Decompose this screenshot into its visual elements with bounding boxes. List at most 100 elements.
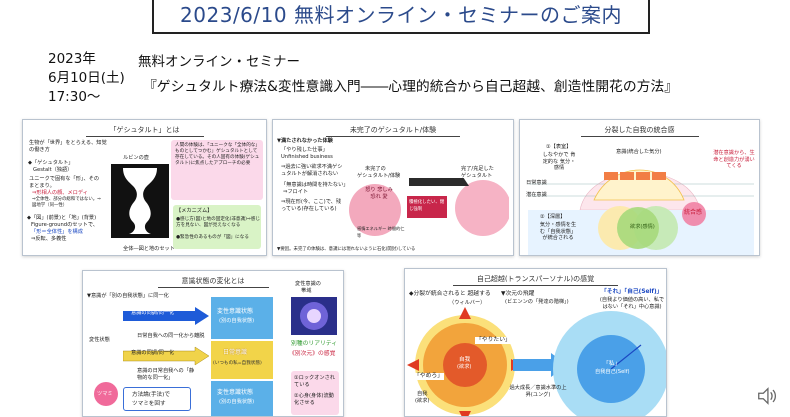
slide-text: 「やり残した仕事」 bbox=[281, 147, 328, 153]
integration-diagram bbox=[528, 169, 754, 255]
slide-text: ●感じ方(図)と地の固定化(非意識)⇒感じ方を見ない、図が見えなくなる bbox=[176, 217, 260, 228]
slide-text: 全体―図と地のセット bbox=[123, 246, 175, 252]
slide-text: 変性意識状態 bbox=[217, 389, 254, 396]
event-time: 17:30〜 bbox=[48, 89, 101, 105]
slide-text: ●緊急性のあるものが「図」になる bbox=[176, 235, 249, 240]
slide-text: （ウィルバー） bbox=[449, 300, 486, 306]
slide-text: 「それ」「自己(Self)」 bbox=[601, 289, 663, 295]
slide-text: ▼意識が「別の自我状態」に同一化 bbox=[87, 293, 169, 299]
slide-text: Unfinished business bbox=[281, 154, 333, 160]
speaker-icon[interactable] bbox=[756, 385, 778, 407]
note-box: 人間の体験は、「ユニークな「全体的な」ものとしてつかむ」ゲシュタルトとして存在し… bbox=[171, 140, 263, 200]
event-datetime: 2023年 6月10日(土) 17:30〜 bbox=[48, 50, 125, 107]
slide-text: 変性意識状態 bbox=[217, 308, 254, 315]
slide-text: 「形＝全体性」を構成 bbox=[31, 229, 83, 235]
slide-title: 意識状態の変化とは bbox=[157, 275, 269, 288]
slide-unfinished: 未完了のゲシュタルト/体験 ▼満たされなかった体験 「やり残した仕事」 Unfi… bbox=[272, 119, 514, 256]
event-year: 2023年 bbox=[48, 51, 96, 67]
slide-text: 「やりたい」 bbox=[475, 337, 512, 344]
slide-text: 別種のリアリティ bbox=[291, 341, 338, 347]
state-block-lower: 変性意識状態 (別の自我状態) bbox=[211, 381, 273, 416]
slide-gestalt: 「ゲシュタルト」とは 生物が「世界」をとらえる、知覚の働き方 ◆「ゲシュタルト」… bbox=[22, 119, 267, 256]
slide-integration: 分裂した自我の統合感 ①【表室】 しなやかで 肯定的な 気分・感情 意識(統合し… bbox=[519, 119, 760, 256]
seminar-header-title: 2023/6/10 無料オンライン・セミナーのご案内 bbox=[180, 2, 622, 27]
mechanism-box: 【メカニズム】 ●感じ方(図)と地の固定化(非意識)⇒感じ方を見ない、図が見えな… bbox=[173, 205, 261, 249]
slide-text: ▼要因。未完了の体験は、意識には現れないように石化(開封)している bbox=[277, 247, 416, 252]
slide-title: 未完了のゲシュタルト/体験 bbox=[325, 124, 461, 137]
slide-text: 《別次元》の感覚 bbox=[289, 351, 336, 357]
slide-text: ◆「ゲシュタルト」 bbox=[28, 160, 74, 166]
slide-text: (欲求) bbox=[457, 364, 472, 370]
slide-text: 意識(統合した気分) bbox=[616, 149, 662, 155]
seminar-full-title: 『ゲシュタルト療法&変性意識入門――心理的統合から自己超越、創造性開花の方法』 bbox=[143, 79, 679, 95]
slide-text: 過大成長／意識水準の上昇(ユング) bbox=[509, 385, 567, 398]
slide-text: 日常意識 bbox=[526, 180, 547, 186]
slide-text: 完了/充足した bbox=[461, 166, 494, 172]
slide-text: (ビエンンの「発達の階梯」) bbox=[505, 299, 569, 305]
rubin-vase-image bbox=[111, 164, 169, 238]
identification-arrows bbox=[123, 307, 209, 366]
slide-text: ▼次元の飛躍 bbox=[501, 291, 535, 297]
slide-text: 自我 bbox=[417, 391, 428, 397]
slide-text: Figure-groundのセットで、 bbox=[31, 222, 98, 228]
slide-text: Gestalt（独語） bbox=[33, 167, 73, 173]
slide-text: 日常意識 bbox=[223, 349, 248, 356]
seminar-label: 無料オンライン・セミナー bbox=[138, 54, 300, 70]
slide-text: 「やめろ」 bbox=[413, 373, 444, 380]
slide-text: (欲求) bbox=[415, 398, 430, 404]
slide-text: ルビンの壺 bbox=[123, 155, 149, 161]
slide-text: 【メカニズム】 bbox=[176, 208, 213, 214]
points-box: ①ロックオンされている ②心身(身体)流動化させる bbox=[291, 371, 339, 415]
slide-text: ゲシュタルト bbox=[461, 173, 493, 179]
slide-text: 気分・感情を生む「自我状態」が統合される bbox=[539, 222, 577, 242]
slide-text: ゲシュタルト/体験 bbox=[357, 173, 401, 179]
slide-text: ◆分裂が統合されると 超越する bbox=[409, 291, 491, 297]
slide-text: 欲求(感情) bbox=[630, 224, 655, 230]
slide-text: 統合感 bbox=[684, 209, 703, 216]
slide-text: 「私」 bbox=[603, 361, 621, 367]
slide-title: 自己超越(トランスパーソナル)の感覚 bbox=[452, 273, 619, 286]
slide-text: 積極化したい、閉じ強制 bbox=[409, 200, 445, 212]
dial-icon bbox=[94, 382, 118, 406]
slide-text: ⇒過去に強い欲求不満ゲシュタルトが解消されない bbox=[281, 164, 343, 177]
slide-text: 感情エネルギー 時間的仁等 bbox=[357, 226, 405, 238]
slide-text: ⇒フロイト bbox=[283, 189, 309, 195]
slide-text: ①ロックオンされている bbox=[294, 375, 335, 388]
slide-text: ⇒現在形(今、ここ)で、残っている(存在している) bbox=[281, 199, 342, 212]
slide-text: 潜在意識 bbox=[526, 192, 547, 198]
slide-text: ツマミ bbox=[97, 391, 113, 397]
slide-text: 方法論(手法)で bbox=[132, 392, 170, 398]
state-block-daily: 日常意識 (いつもの私=自我状態) bbox=[211, 341, 273, 379]
slide-text: 自我 bbox=[459, 357, 471, 363]
slide-text: 日常自我への同一化から離脱 bbox=[137, 333, 205, 339]
slide-text: 意識の日常自我への「静物的な同一化」 bbox=[137, 368, 195, 381]
slide-text: 飛躍 bbox=[525, 349, 536, 355]
slide-text: ⇒全体性、部分の総和ではない。⇒図地学（同一性） bbox=[32, 197, 101, 208]
slide-text: 人生できさがまる課題や目標を妨害する bbox=[413, 146, 460, 158]
slide-text: 潜在意識から、生命と創造力が湧いてくる bbox=[713, 150, 755, 170]
slide-text: 意識の同調/同一化 bbox=[131, 350, 175, 356]
slide-text: 自我自己(Self) bbox=[595, 369, 630, 375]
slide-text: 意識の同調/同一化 bbox=[131, 310, 175, 316]
slide-transpersonal: 自己超越(トランスパーソナル)の感覚 ◆分裂が統合されると 超越する （ウィルバ… bbox=[404, 268, 667, 417]
slide-text: ▼満たされなかった体験 bbox=[277, 138, 333, 144]
transcendence-diagram bbox=[407, 307, 666, 416]
slide-text: (自我より価値の高い、私ではない「それ」中心意識) bbox=[599, 297, 665, 310]
slide-text: ①【表室】 bbox=[546, 144, 572, 150]
tunnel-image bbox=[291, 297, 337, 335]
incomplete-complete-diagram bbox=[349, 178, 509, 236]
slide-text: 人間の体験は、「ユニークな「全体的な」ものとしてつかむ」ゲシュタルトとして存在し… bbox=[175, 143, 260, 166]
slide-text: ツマミを回す bbox=[132, 401, 166, 407]
slide-text: ②【深層】 bbox=[540, 214, 566, 220]
slide-text: 怒り 悲しみ 恐れ 愛 bbox=[365, 187, 393, 200]
slide-text: ⇒形相人の顔、メロディ bbox=[32, 190, 88, 196]
slide-text: ②心身(身体)流動化させる bbox=[294, 393, 334, 406]
slide-altered-states: 意識状態の変化とは ▼意識が「別の自我状態」に同一化 変性状態 意識の同調/同一… bbox=[82, 270, 344, 417]
slide-text: ⇒反転、多義性 bbox=[31, 236, 67, 242]
slide-title: 「ゲシュタルト」とは bbox=[85, 124, 204, 137]
slide-text: 未完了の bbox=[365, 166, 386, 172]
slide-text: (別の自我状態) bbox=[219, 318, 255, 324]
slide-text: ◆「図」(前景)と「地」(背景) bbox=[27, 215, 97, 221]
slide-text: (いつもの私=自我状態) bbox=[213, 361, 262, 366]
